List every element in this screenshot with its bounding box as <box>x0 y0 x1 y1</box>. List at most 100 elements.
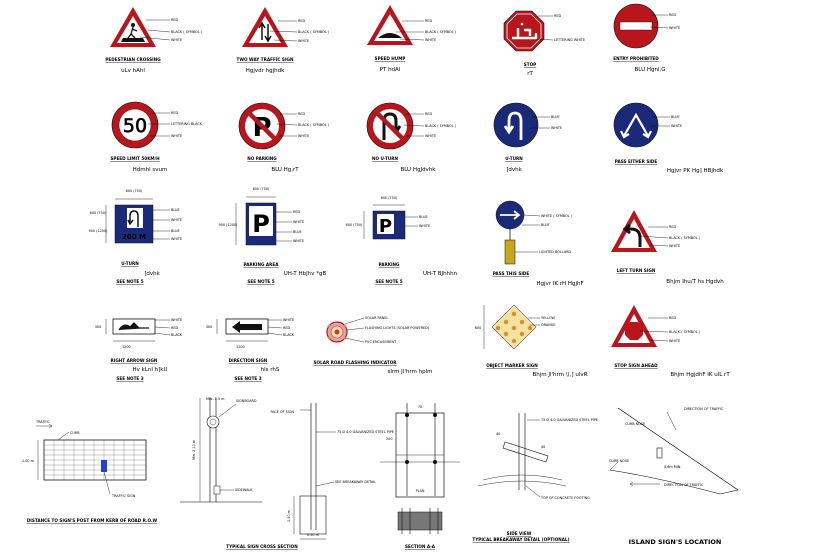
curb-nose-left: CURB NOSE <box>609 459 629 463</box>
svg-text:1.00 m: 1.00 m <box>22 459 35 463</box>
note-0: RED <box>669 13 676 17</box>
sign-subtitle: Hdmhl svum <box>133 167 168 173</box>
min-height-label: MIN. 2.5 m <box>206 397 225 401</box>
dim-width: 600 (750) <box>126 189 143 193</box>
sign-arrow-plate-2: 300 1200 WHITE RED BLACK DIRECTION SIGN … <box>206 318 295 381</box>
sign-caption: U-TURN <box>121 261 139 266</box>
sign-parking: P 600 (750) 600 (750) BLUE WHITE PARKING… <box>346 196 458 284</box>
detail-base-plate: 70 200 PLAN SECTION A-A <box>380 403 460 549</box>
sign-subtitle: hls rhS <box>261 367 280 373</box>
breakaway-label: SEE BREAKAWAY DETAIL <box>335 480 376 484</box>
detail-subcaption: TYPICAL BREAKAWAY DETAIL (OPTIONAL) <box>472 537 569 542</box>
note-3: WHITE <box>293 239 304 243</box>
note-0: RED <box>554 14 561 18</box>
footing-width-label: 0.50 m <box>307 533 320 537</box>
traffic-sign-label: TRAFFIC SIGN <box>111 494 136 498</box>
pipe-label: 75 Ø 4.0 GALVANIZED STEEL PIPE <box>337 429 394 434</box>
note-2: BLUE <box>171 229 180 233</box>
sign-subtitle: Hgjvr PK Hg] HBjhdk <box>667 168 724 174</box>
parking-letter: P <box>252 210 270 238</box>
note-1: WHITE <box>293 220 304 224</box>
note-2: WHITE <box>425 38 436 42</box>
note-0: RED <box>298 112 305 116</box>
traffic-label: TRAFFIC <box>35 420 51 424</box>
sidewalk-label: SIDEWALK <box>235 488 253 492</box>
sign-stop: RED LETTERING WHITE STOP rT <box>503 10 585 77</box>
note-1: BLUE <box>541 223 550 227</box>
note-0: BLUE <box>551 115 560 119</box>
sign-stop-ahead: RED BLACK ( SYMBOL ) WHITE STOP SIGN AHE… <box>611 305 730 378</box>
sign-caption: LEFT TURN SIGN <box>617 268 656 273</box>
note-0: BLUE <box>171 208 180 212</box>
face-label: FACE OF SIGN <box>271 410 295 414</box>
note-2: BLUE <box>293 230 302 234</box>
note-1: WHITE <box>171 218 182 222</box>
note-1: FLASHING LIGHTS (SOLAR POWERED) <box>365 326 430 330</box>
sign-caption: TWO WAY TRAFFIC SIGN <box>237 57 294 62</box>
dim-height: 600 (750) <box>346 223 363 227</box>
sign-reference: SEE NOTE 5 <box>247 279 274 284</box>
note-0: RED <box>669 316 676 320</box>
note-0: BLUE <box>419 215 428 219</box>
detail-pipe-section: FACE OF SIGN 75 Ø 4.0 GALVANIZED STEEL P… <box>271 403 394 540</box>
sign-u-turn-distance-plate: 200 M 600 (750) 600 (750) 900 (1200) BLU… <box>89 189 183 284</box>
sign-subtitle: rT <box>527 71 533 77</box>
svg-text:1200: 1200 <box>236 345 245 349</box>
curb-label: CURB <box>70 431 80 435</box>
note-1: BLACK ( SYMBOL ) <box>171 30 203 34</box>
dim-width: 600 (750) <box>381 196 398 200</box>
detail-kerb-distance: TRAFFIC CURB 1.00 m TRAFFIC SIGN DISTANC… <box>22 420 158 523</box>
svg-text:70: 70 <box>418 405 422 409</box>
sign-subtitle: Bhjm HgjdhF IK ulL rT <box>670 372 730 378</box>
sign-reference: SEE NOTE 5 <box>116 279 143 284</box>
note-1: WHITE <box>669 26 680 30</box>
note-2: WHITE <box>171 134 182 138</box>
post-height-label: Min. 2.10 m <box>192 439 196 460</box>
detail-caption: SIDE VIEW <box>507 531 532 536</box>
svg-text:300: 300 <box>206 325 212 329</box>
sign-subtitle: ]dvhk <box>506 167 522 173</box>
sign-caption: U-TURN <box>505 156 523 161</box>
sign-caption: PASS EITHER SIDE <box>615 159 658 164</box>
note-2: BLACK <box>283 333 295 337</box>
note-0: RED <box>171 111 178 115</box>
dim-height: 900 (1200) <box>219 223 239 227</box>
note-1: WHITE <box>671 124 682 128</box>
sign-caption: STOP SIGN AHEAD <box>614 363 658 368</box>
concrete-label: TOP OF CONCRETE FOOTING <box>540 496 590 500</box>
footing-depth-label: 0.50 m <box>287 509 291 522</box>
detail-breakaway: 40 40 75 Ø 4.0 GALVANIZED STEEL PIPE TOP… <box>472 413 598 542</box>
sign-caption: SPEED LIMIT 50KM/H <box>110 156 160 161</box>
note-0: WHITE <box>283 318 294 322</box>
dim-height: 600 (750) <box>90 211 107 215</box>
note-0: RED <box>171 18 178 22</box>
note-1: BLACK ( SYMBOL ) <box>669 236 701 240</box>
distance-value: 200 M <box>122 233 146 241</box>
svg-text:200: 200 <box>386 437 392 441</box>
note-1: LETTERING WHITE <box>554 38 585 42</box>
note-1: WHITE <box>551 126 562 130</box>
sign-pedestrian-crossing: RED BLACK ( SYMBOL ) WHITE PEDESTRIAN CR… <box>105 7 203 74</box>
pipe-label: 75 Ø 4.0 GALVANIZED STEEL PIPE <box>541 417 598 422</box>
sign-caption: SOLAR ROAD FLASHING INDICATOR <box>314 360 398 365</box>
sign-u-turn: BLUE WHITE U-TURN ]dvhk <box>493 102 562 173</box>
sign-subtitle: BLU Hg,rT <box>271 167 299 173</box>
sign-caption: PARKING AREA <box>244 262 280 267</box>
sign-subtitle: UH-T HbJhv *gB <box>284 271 327 277</box>
note-2: PVC ENCASEMENT <box>365 340 397 344</box>
sign-subtitle: Hgjvr IK rH HgjhF <box>536 281 583 287</box>
note-0: SOLAR PANEL <box>365 316 388 320</box>
sign-no-u-turn: RED BLACK ( SYMBOL ) WHITE NO U-TURN BLU… <box>366 102 457 173</box>
detail-caption: TYPICAL SIGN CROSS SECTION <box>226 544 298 549</box>
note-1: BLACK ( SYMBOL ) <box>298 123 330 127</box>
sign-reference: SEE NOTE 3 <box>234 376 261 381</box>
note-0: BLUE <box>671 115 680 119</box>
direction-top: DIRECTION OF TRAFFIC <box>684 407 724 411</box>
note-1: BLACK ( SYMBOL ) <box>669 330 701 334</box>
sign-subtitle: UH-T BJhhhn <box>423 271 458 277</box>
sign-pass-this-side: WHITE ( SYMBOL ) BLUE LIGHTED BOLLARD PA… <box>493 200 584 287</box>
note-0: RED <box>669 225 676 229</box>
note-0: RED <box>293 210 300 214</box>
svg-text:40: 40 <box>541 445 545 449</box>
speed-value: 50 <box>123 115 147 137</box>
